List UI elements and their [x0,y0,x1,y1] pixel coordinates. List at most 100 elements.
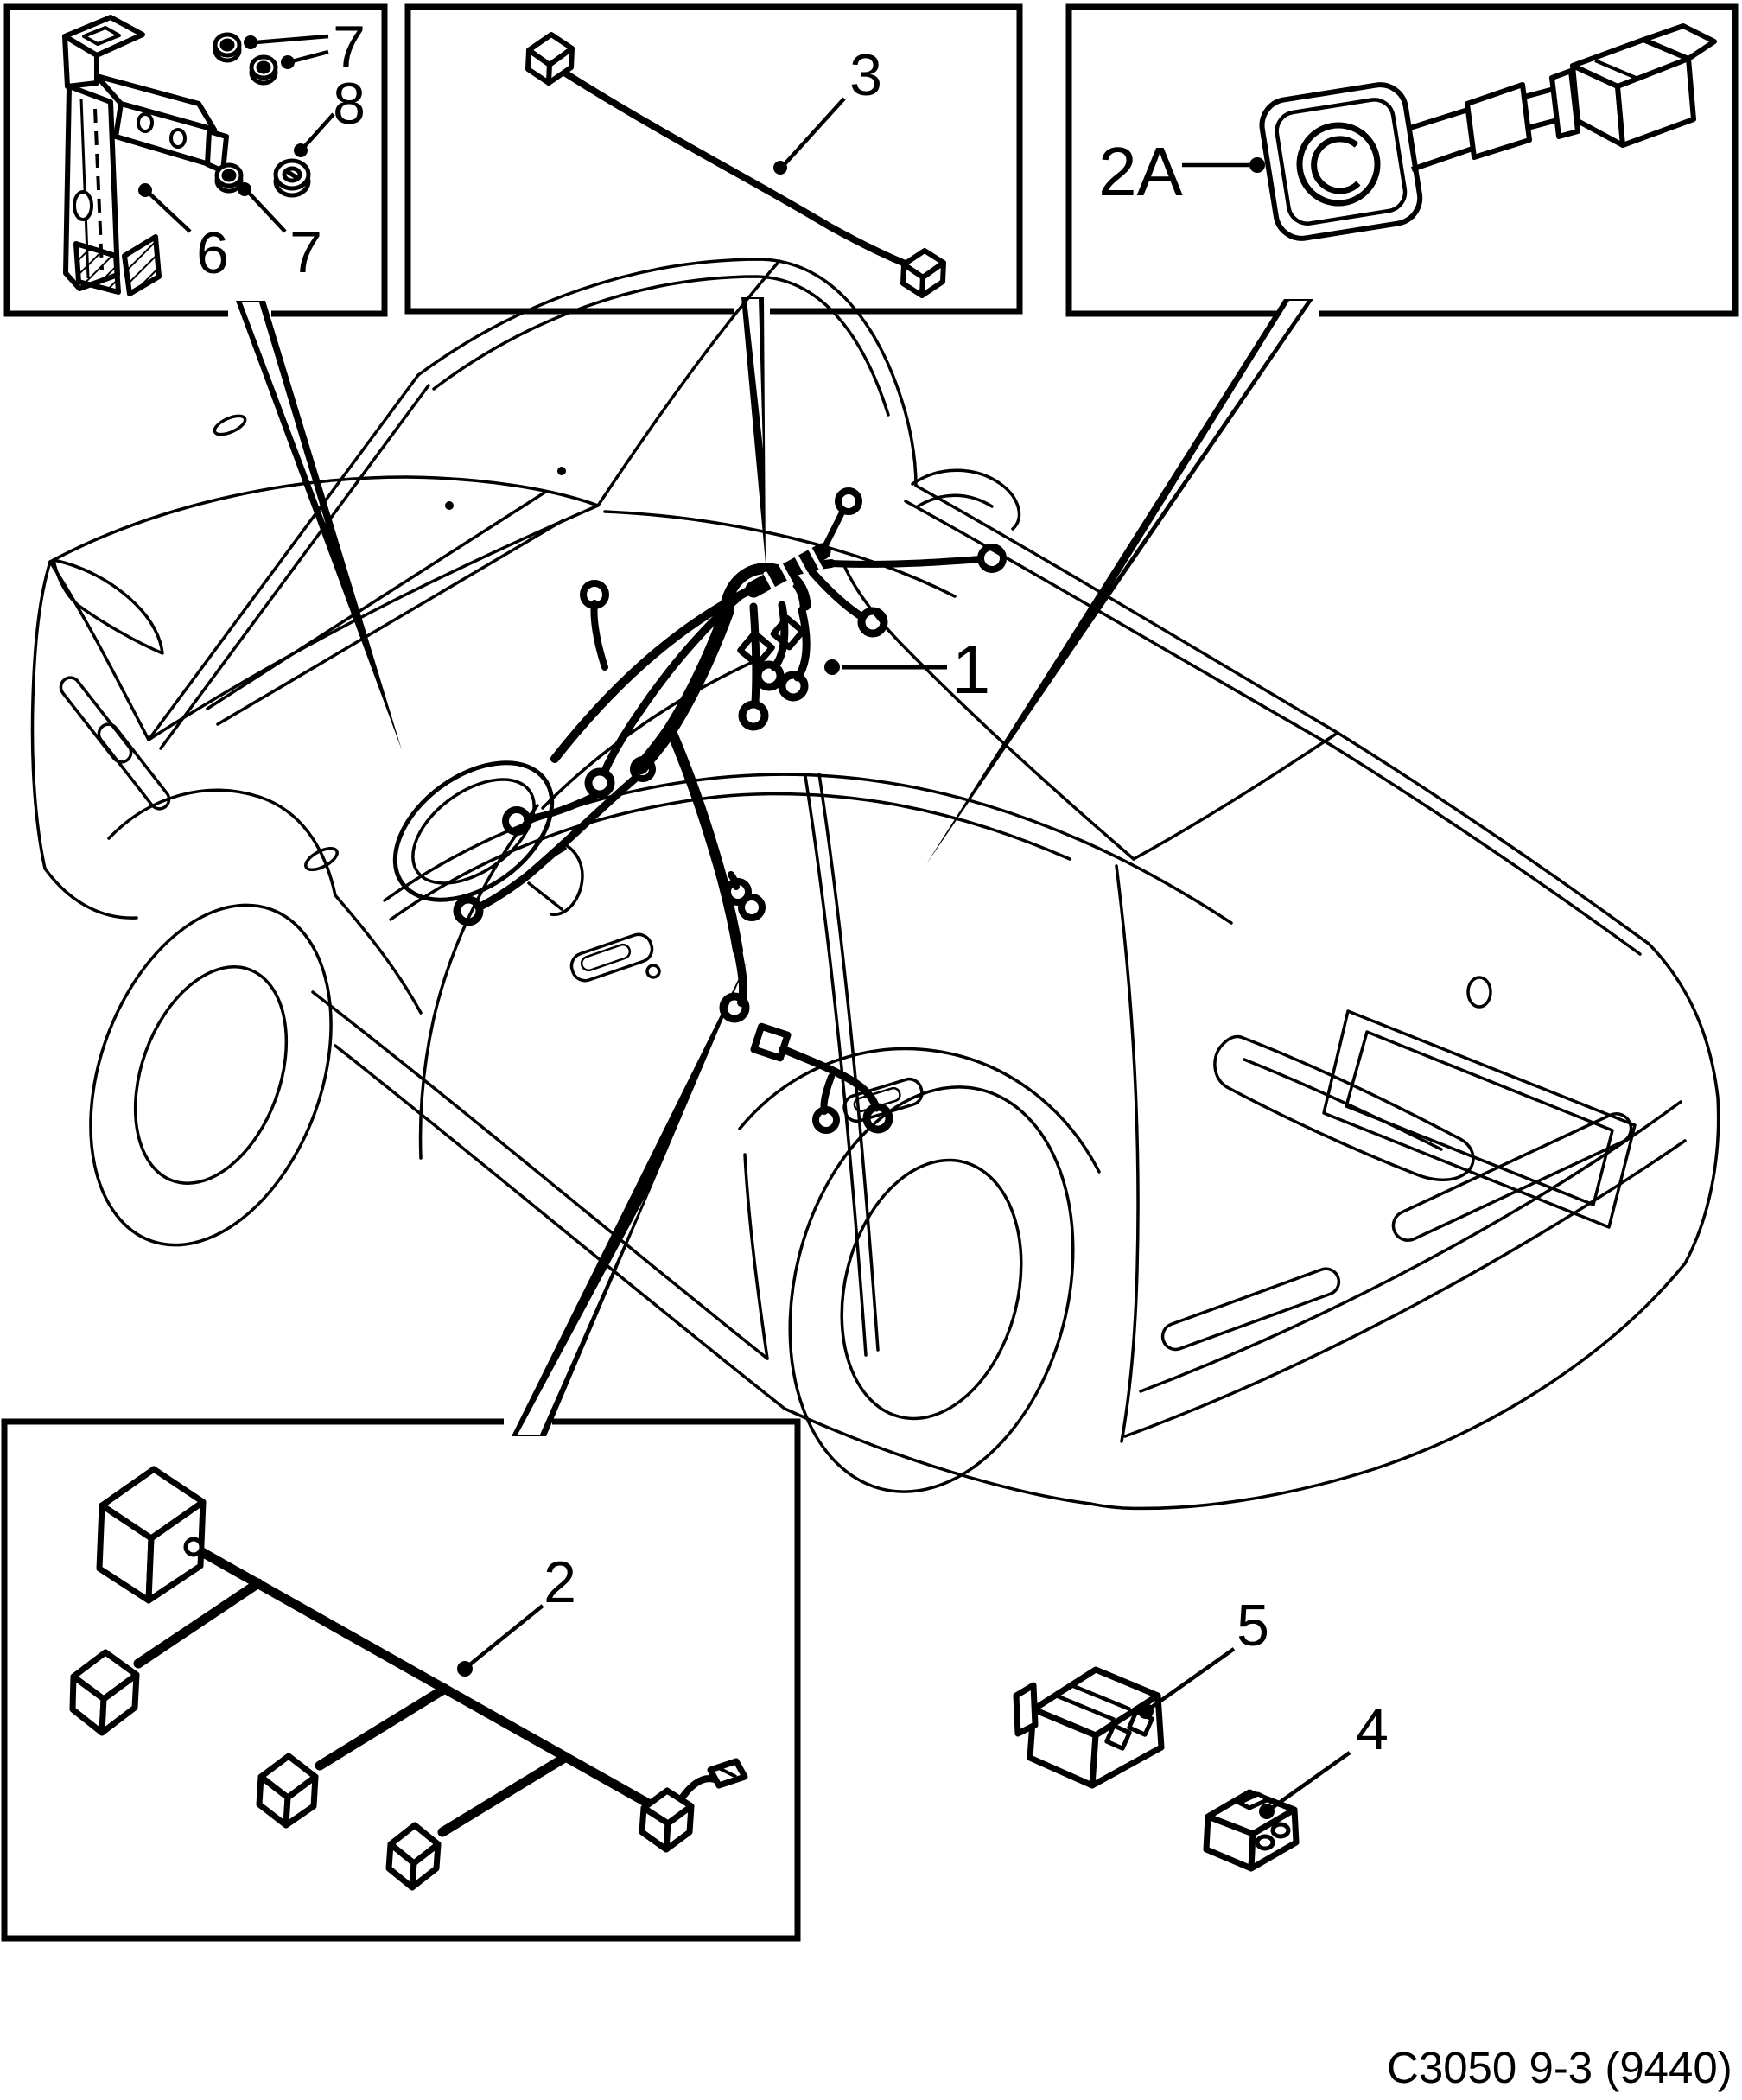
hood-near-crease [48,560,150,741]
nut-7-lower [214,162,244,194]
socket-box-content [1182,23,1717,241]
cable-box-content [525,32,946,298]
door-harness-wires [133,1546,721,1837]
roofline [416,258,918,487]
bumper-crease-1 [1139,1100,1682,1393]
label-part-4: 4 [1356,1696,1389,1762]
label-part-6: 6 [196,220,229,286]
bumper-slot-2 [97,722,171,811]
door-harness-connector-5 [639,1758,748,1853]
rocker-rear [743,1153,769,1360]
door-harness-box-frame [1,1418,801,1942]
footer-code: C3050 9-3 (9440) [1387,2043,1732,2092]
label-part-2: 2 [544,1550,576,1615]
rear-wheel-outer [788,1085,1075,1493]
socket-connector [1570,23,1717,148]
label-part-3: 3 [849,42,882,108]
front-door-edge [418,804,539,1160]
c-pillar [904,484,1339,747]
leader-wedges [236,297,1313,1436]
socket-ring-inner [1311,136,1361,194]
harness-bundle [720,563,811,611]
front-wheel-inner [133,965,289,1185]
door-harness-connector-3 [256,1753,319,1829]
rear-door-edge [1115,864,1140,1443]
door-bottom [783,1407,1092,1505]
main-harness-drawing [453,487,1007,1134]
front-door-window-frame [541,657,762,810]
b-pillar-seam [804,773,880,1357]
label-part-7-top: 7 [333,14,366,80]
label-part-2a: 2A [1098,133,1183,210]
hood-far-edge [48,475,600,563]
harness-loop [502,806,531,836]
headlight [52,558,164,655]
rear-wheel-inner [840,1158,1023,1421]
fender-line [334,894,423,1015]
door-harness-label-leader [468,1604,544,1666]
bracket-box-content [62,15,335,296]
car-illustration [30,258,1720,1511]
harness-loop [584,767,615,799]
cable-connector-top [525,32,575,86]
front-door-handle [569,932,661,983]
roof-rear-lip [911,468,1021,531]
harness-trunk [550,559,836,763]
harness-loop [862,1103,893,1134]
callout-box-frames [1,3,1739,1942]
harness-connector [750,1022,792,1062]
socket-body [1465,82,1532,160]
drip-rail [432,275,890,417]
harness-loop [977,544,1007,573]
roof-dot-2 [557,467,566,475]
harness-thick-run [634,603,734,774]
label-part-8: 8 [333,71,366,137]
front-valance [43,867,138,920]
label-part-5: 5 [1237,1593,1269,1658]
harness-loop [835,487,862,515]
harness-connector [737,630,775,668]
cable-connector-bottom [900,248,946,298]
plate-recess-inner [1345,1030,1614,1206]
harness-leader-dot [824,659,840,675]
harness-loop [453,895,484,926]
windshield-far-edge [596,259,781,507]
nut-7-upper-left [213,32,242,63]
harness-loop [738,894,766,921]
cable-leader-dot [773,161,787,175]
harness-loop [738,700,769,731]
connector-5-drawing [1013,1647,1236,1789]
bumper-slot-1 [59,676,133,764]
nut-7-upper-right [249,54,278,86]
cowl-vent [213,414,247,436]
far-beltline [603,510,957,598]
socket-leader-dot [1249,157,1265,173]
door-harness-leader-dot [457,1661,473,1677]
corrugated-tube [745,543,831,598]
harness-loop [719,992,750,1023]
front-wheel-arch [107,788,337,897]
socket-collar [1549,68,1580,139]
cable-wire [559,67,909,268]
cable-box-frame [404,3,1023,315]
cable-label-leader [783,97,846,166]
door-harness-connector-4 [385,1822,442,1891]
side-marker [304,846,339,872]
wiper-streaks [206,491,565,726]
main-harness-label: 1 [824,631,990,708]
door-harness-leader-wedge [512,961,747,1436]
bumper-slot-rear-1 [1160,1267,1341,1352]
harness-connector [770,614,806,651]
plate-recess-outer [1322,1009,1637,1229]
door-harness-connector-2 [69,1649,140,1736]
windshield-base [147,504,600,741]
roof-dot-1 [445,501,454,510]
label-part-7-bottom: 7 [289,220,322,285]
harness-loop [630,756,656,782]
label-part-1: 1 [952,631,991,708]
socket-leader-wedge [926,299,1313,864]
cable-leader-wedge [741,297,766,563]
rear-corner [1647,942,1720,1265]
